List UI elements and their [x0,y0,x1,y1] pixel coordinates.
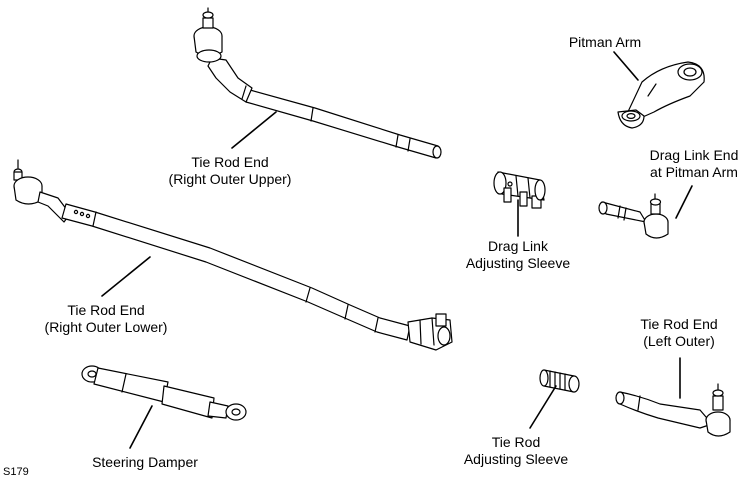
leader-lines [101,51,693,449]
leader-tie-rod-upper [231,111,277,149]
label-line-2: (Right Outer Upper) [168,171,292,187]
label-pitman-arm: Pitman Arm [555,34,655,51]
label-line-2: Adjusting Sleeve [463,451,569,467]
label-drag-link-sleeve: Drag Link Adjusting Sleeve [458,238,578,272]
figure-code: S179 [3,466,29,478]
label-tie-rod-end-left: Tie Rod End (Left Outer) [624,316,734,350]
drag-link-end-part [599,194,668,238]
label-line-2: Adjusting Sleeve [465,255,571,271]
tie-rod-end-lower-part [14,160,452,350]
label-line-1: Tie Rod [491,434,541,450]
label-tie-rod-end-lower: Tie Rod End (Right Outer Lower) [26,302,186,336]
label-line-1: Pitman Arm [568,34,642,50]
label-line-1: Drag Link [488,238,548,254]
label-tie-rod-end-upper: Tie Rod End (Right Outer Upper) [150,154,310,188]
label-line-1: Tie Rod End [67,302,145,318]
leader-tie-rod-lower [101,256,151,297]
leader-pitman-arm [613,51,639,81]
tie-rod-end-upper-part [194,8,441,158]
label-line-1: Drag Link End [649,147,739,163]
steering-damper-part [82,366,246,420]
label-line-2: (Right Outer Lower) [44,319,168,335]
label-drag-link-end: Drag Link End at Pitman Arm [642,147,746,181]
drag-link-sleeve-part [494,172,545,208]
tie-rod-end-left-part [616,384,730,436]
label-tie-rod-sleeve: Tie Rod Adjusting Sleeve [456,434,576,468]
label-line-1: Tie Rod End [640,316,718,332]
label-line-2: (Left Outer) [643,333,715,349]
tie-rod-sleeve-part [540,370,579,392]
label-steering-damper: Steering Damper [70,454,220,471]
label-line-2: at Pitman Arm [650,164,738,180]
leader-drag-link-end [675,185,693,219]
label-line-1: Tie Rod End [191,154,269,170]
label-line-1: Steering Damper [92,454,198,470]
leader-tie-rod-sleeve [529,385,557,429]
leader-steering-damper [129,405,153,449]
pitman-arm-part [618,62,704,128]
